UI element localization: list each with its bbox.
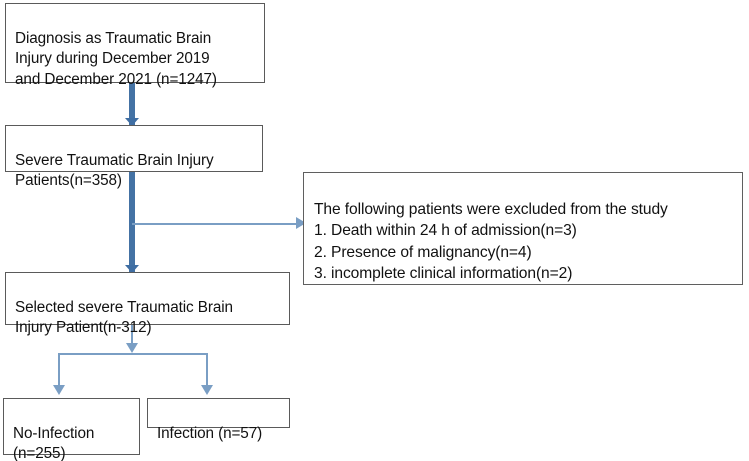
connector-split-bar [58, 353, 208, 355]
node-severe-tbi: Severe Traumatic Brain Injury Patients(n… [5, 125, 263, 189]
connector-to-no-infection [58, 353, 60, 389]
node-diagnosis: Diagnosis as Traumatic Brain Injury duri… [5, 3, 265, 88]
node-exclusion-criteria-label: The following patients were excluded fro… [314, 200, 668, 283]
node-exclusion-criteria: The following patients were excluded fro… [303, 172, 743, 285]
arrowhead-to-no-infection [53, 385, 65, 395]
arrowhead-to-exclusion [296, 217, 306, 229]
node-infection-label: Infection (n=57) [157, 425, 263, 443]
connector-severe-to-selected [129, 172, 135, 272]
connector-to-infection [206, 353, 208, 389]
connector-diagnosis-to-severe [129, 83, 135, 125]
arrowhead-split-stem [126, 343, 138, 353]
node-selected-patients-label: Selected severe Traumatic Brain Injury P… [15, 299, 233, 337]
arrowhead-to-infection [201, 385, 213, 395]
node-infection: Infection (n=57) [147, 398, 290, 442]
node-severe-tbi-label: Severe Traumatic Brain Injury Patients(n… [15, 152, 214, 190]
connector-to-exclusion [132, 223, 304, 225]
node-diagnosis-label: Diagnosis as Traumatic Brain Injury duri… [15, 30, 217, 88]
connector-split-stem [131, 325, 133, 347]
node-no-infection-label: No-Infection (n=255) [13, 425, 95, 461]
node-no-infection: No-Infection (n=255) [3, 398, 140, 461]
arrowhead-severe-to-selected [125, 265, 139, 273]
arrowhead-diagnosis-to-severe [125, 118, 139, 126]
node-selected-patients: Selected severe Traumatic Brain Injury P… [5, 272, 290, 336]
